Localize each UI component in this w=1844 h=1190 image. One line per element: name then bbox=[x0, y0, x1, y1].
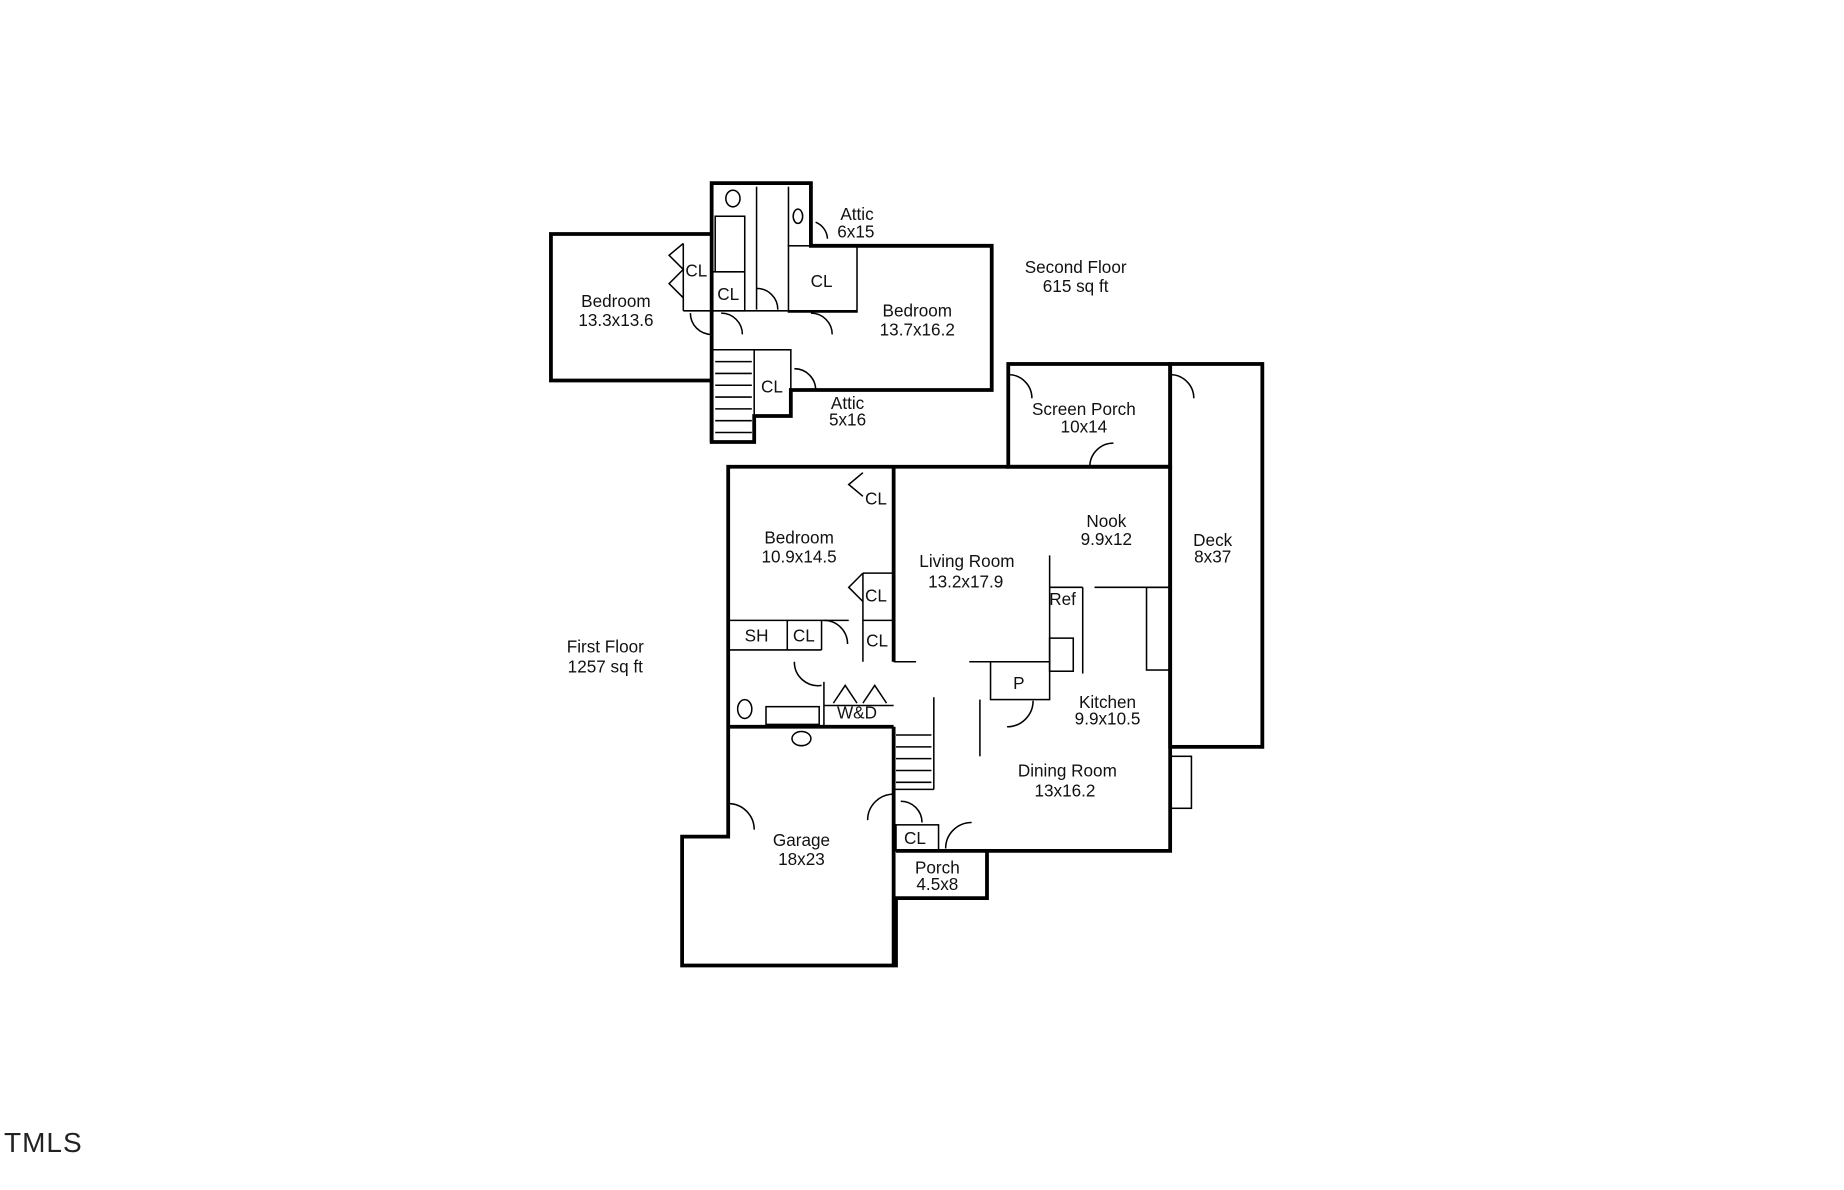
closet-label: CL bbox=[761, 376, 783, 396]
room-dims: 4.5x8 bbox=[916, 874, 958, 894]
room-dims: 9.9x12 bbox=[1081, 529, 1132, 549]
stairs bbox=[715, 360, 752, 434]
shower-label: SH bbox=[745, 626, 769, 646]
refrigerator-label: Ref bbox=[1049, 589, 1076, 609]
floor-title: Second Floor bbox=[1025, 257, 1127, 277]
room-name: Dining Room bbox=[1018, 760, 1117, 780]
second-floor-walls bbox=[549, 181, 994, 444]
floor-area: 615 sq ft bbox=[1043, 276, 1109, 296]
closet-label: CL bbox=[717, 284, 739, 304]
room-dims: 8x37 bbox=[1194, 547, 1231, 567]
room-dims: 9.9x10.5 bbox=[1075, 708, 1141, 728]
mls-logo: TMLS bbox=[4, 1127, 83, 1158]
room-dims: 18x23 bbox=[778, 849, 825, 869]
room-dims: 5x16 bbox=[829, 409, 866, 429]
room-name: Bedroom bbox=[764, 528, 834, 548]
closet-label: CL bbox=[811, 271, 833, 291]
room-dims: 10.9x14.5 bbox=[761, 547, 836, 567]
room-dims: 13.2x17.9 bbox=[928, 571, 1003, 591]
first-floor-walls bbox=[680, 362, 1265, 968]
room-name: Deck bbox=[1193, 530, 1232, 550]
stairs bbox=[896, 734, 932, 784]
room-name: Nook bbox=[1086, 511, 1126, 531]
room-name: Porch bbox=[915, 857, 960, 877]
room-dims: 13x16.2 bbox=[1035, 780, 1096, 800]
closet-label: CL bbox=[793, 626, 815, 646]
room-name: Attic bbox=[831, 393, 865, 413]
room-dims: 13.3x13.6 bbox=[578, 310, 653, 330]
room-dims: 10x14 bbox=[1061, 417, 1108, 437]
room-name: Bedroom bbox=[581, 291, 651, 311]
closet-label: CL bbox=[865, 489, 887, 509]
closet-label: CL bbox=[904, 828, 926, 848]
room-name: Attic bbox=[840, 204, 874, 224]
closet-label: CL bbox=[865, 585, 887, 605]
closet-label: CL bbox=[866, 630, 888, 650]
floor-area: 1257 sq ft bbox=[568, 656, 643, 676]
room-dims: 13.7x16.2 bbox=[880, 320, 955, 340]
floor-title: First Floor bbox=[567, 636, 644, 656]
room-name: Garage bbox=[773, 830, 830, 850]
washer-dryer-label: W&D bbox=[837, 702, 877, 722]
room-name: Kitchen bbox=[1079, 692, 1136, 712]
room-name: Living Room bbox=[919, 551, 1014, 571]
closet-label: CL bbox=[685, 261, 707, 281]
room-name: Bedroom bbox=[883, 301, 953, 321]
pantry-label: P bbox=[1013, 673, 1024, 693]
room-dims: 6x15 bbox=[837, 222, 874, 242]
room-name: Screen Porch bbox=[1032, 399, 1136, 419]
